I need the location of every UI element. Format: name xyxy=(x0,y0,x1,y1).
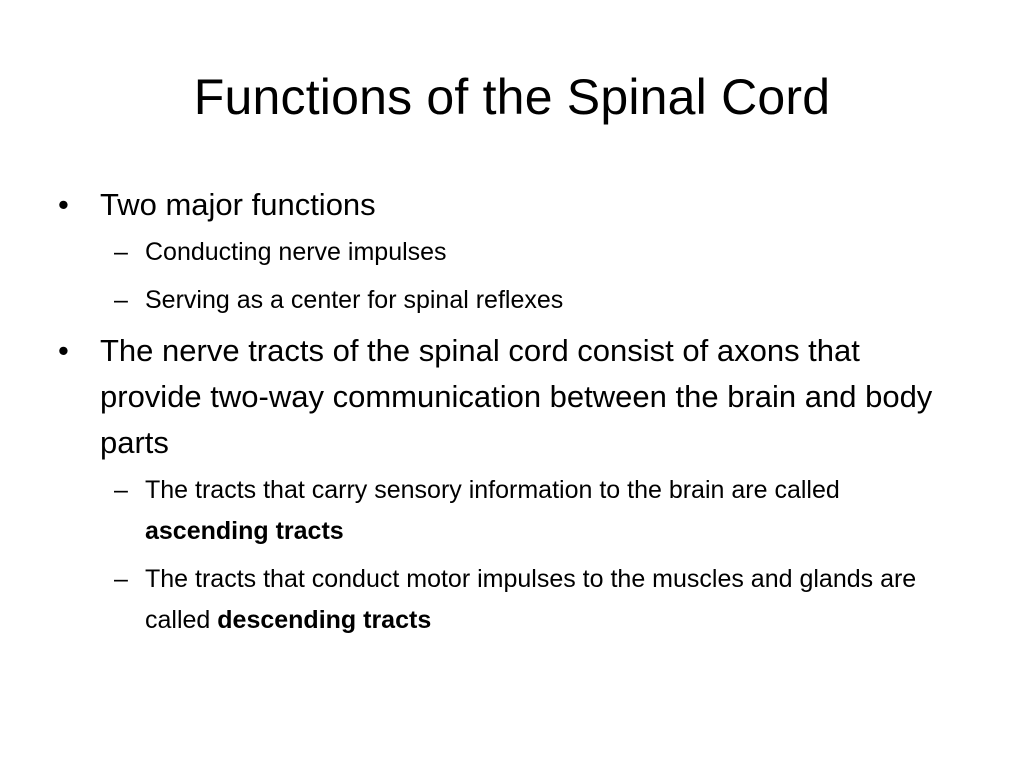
sub-bullet-text: Serving as a center for spinal reflexes xyxy=(145,286,564,314)
sub-bullet-item: – The tracts that conduct motor impulses… xyxy=(58,559,958,641)
bullet-item: • Two major functions xyxy=(58,182,958,228)
bullet-item: • The nerve tracts of the spinal cord co… xyxy=(58,328,958,466)
sub-bullet-text: The tracts that carry sensory informatio… xyxy=(145,476,840,504)
slide-title: Functions of the Spinal Cord xyxy=(193,69,831,125)
sub-bullet-item: – The tracts that carry sensory informat… xyxy=(58,470,958,552)
sub-bullet-bold-term: ascending tracts xyxy=(145,517,344,545)
sub-bullet-text: The tracts that conduct motor impulses t… xyxy=(145,565,917,634)
sub-bullet-item: – Conducting nerve impulses xyxy=(58,232,958,273)
sub-bullet-bold-term: descending tracts xyxy=(217,606,432,634)
sub-bullet-marker: – xyxy=(114,476,128,504)
bullet-marker: • xyxy=(58,187,69,222)
sub-bullet-marker: – xyxy=(114,238,128,266)
sub-bullet-marker: – xyxy=(114,565,128,593)
sub-bullet-text: Conducting nerve impulses xyxy=(145,238,447,266)
bullet-text: Two major functions xyxy=(100,187,376,222)
bullet-list: • Two major functions – Conducting nerve… xyxy=(58,182,958,648)
bullet-text: The nerve tracts of the spinal cord cons… xyxy=(100,333,933,460)
bullet-marker: • xyxy=(58,333,69,368)
sub-bullet-marker: – xyxy=(114,286,128,314)
sub-bullet-item: – Serving as a center for spinal reflexe… xyxy=(58,280,958,321)
